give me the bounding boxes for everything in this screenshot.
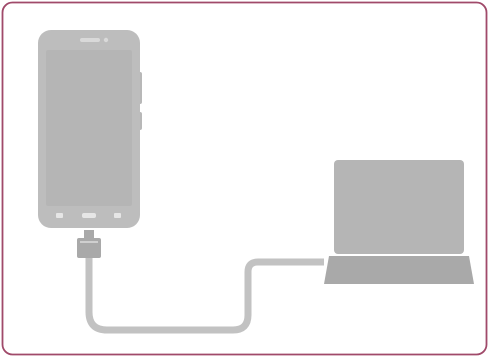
laptop-icon <box>324 160 474 284</box>
usb-plug-neck <box>84 230 94 238</box>
laptop-screen <box>334 160 464 254</box>
back-button-icon <box>56 213 63 218</box>
smartphone-icon <box>38 30 142 228</box>
speaker-grille <box>80 38 100 42</box>
home-button-icon <box>82 213 96 218</box>
laptop-base <box>324 256 474 284</box>
recent-apps-button-icon <box>114 213 121 218</box>
smartphone-screen <box>46 50 132 206</box>
